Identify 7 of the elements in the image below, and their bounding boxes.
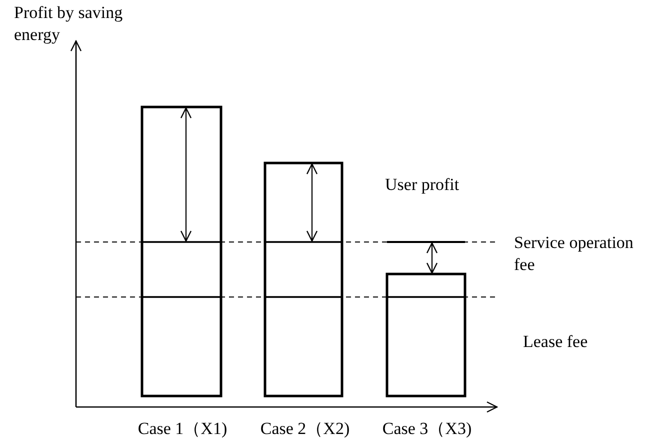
axis-label: Profit by saving energy — [14, 2, 124, 46]
region-label: Lease fee — [523, 331, 589, 353]
region-label: Service operation fee — [514, 232, 634, 276]
category-label: Case 1（X1) — [136, 418, 228, 440]
category-label: Case 3（X3) — [381, 418, 473, 440]
region-label: User profit — [385, 174, 460, 196]
category-label: Case 2（X2) — [259, 418, 351, 440]
